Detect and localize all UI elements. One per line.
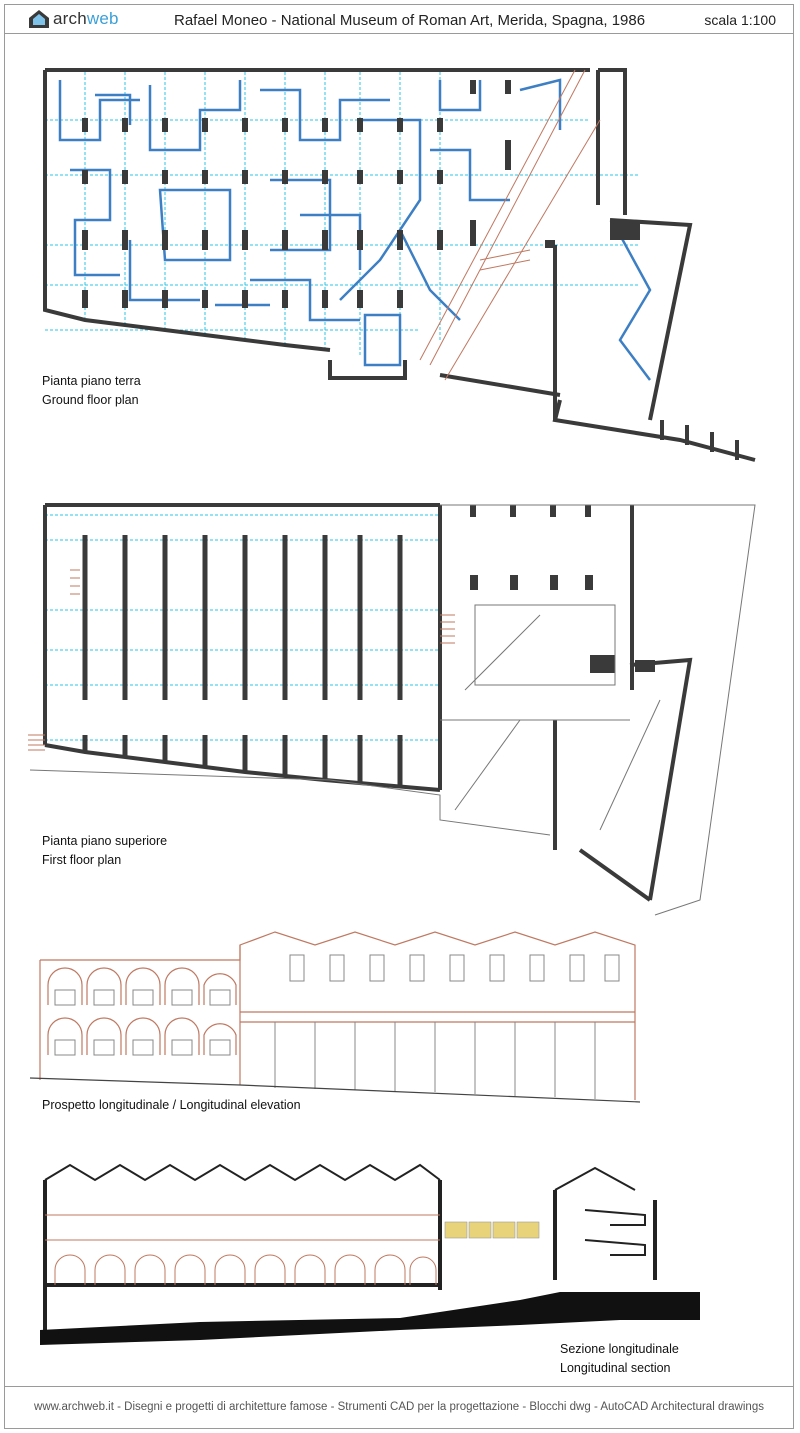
ground-floor-piers	[82, 80, 739, 460]
first-floor-label-en: First floor plan	[42, 853, 122, 867]
sheet-frame	[4, 4, 794, 1429]
first-floor-plan	[28, 503, 756, 916]
first-floor-ribs	[82, 535, 403, 787]
ground-floor-label: Pianta piano terra Ground floor plan	[42, 372, 141, 410]
scale-label: scala 1:100	[704, 12, 776, 28]
section-walls	[43, 1180, 657, 1340]
elevation-outline	[39, 931, 636, 1100]
logo-text-arch: arch	[53, 9, 87, 28]
elevation-windows	[54, 954, 620, 1056]
ground-floor-label-it: Pianta piano terra	[42, 374, 141, 388]
elevation-arches	[47, 967, 237, 1055]
section-label-en: Longitudinal section	[560, 1361, 671, 1375]
ground-floor-plan	[43, 68, 756, 462]
sheet-footer: www.archweb.it - Disegni e progetti di a…	[4, 1386, 794, 1429]
section-label-it: Sezione longitudinale	[560, 1342, 679, 1356]
ground-floor-label-en: Ground floor plan	[42, 393, 139, 407]
first-floor-stairs	[28, 569, 455, 751]
elevation-pilasters	[274, 1022, 596, 1099]
section-arches	[45, 1214, 440, 1285]
ground-floor-ramp	[419, 69, 601, 381]
roman-ruins	[58, 78, 652, 381]
elevation-label: Prospetto longitudinale / Longitudinal e…	[42, 1098, 301, 1112]
ground-floor-grid	[45, 72, 640, 355]
elevation-ground-line	[29, 1077, 641, 1103]
first-floor-label: Pianta piano superiore First floor plan	[42, 832, 167, 870]
longitudinal-section	[40, 1163, 700, 1345]
first-floor-label-it: Pianta piano superiore	[42, 834, 168, 848]
page-title: Rafael Moneo - National Museum of Roman …	[174, 12, 646, 29]
footer-text[interactable]: www.archweb.it - Disegni e progetti di a…	[34, 1401, 764, 1413]
archweb-logo[interactable]: archweb	[28, 9, 119, 29]
first-floor-thin-lines	[29, 504, 756, 916]
section-stairs	[584, 1209, 646, 1256]
section-ground-fill	[40, 1292, 700, 1345]
first-floor-piers	[470, 505, 655, 673]
section-label: Sezione longitudinale Longitudinal secti…	[560, 1340, 679, 1378]
logo-text-web: web	[86, 9, 119, 28]
longitudinal-elevation	[29, 931, 641, 1103]
section-yellow-panels	[444, 1221, 540, 1239]
house-logo-icon	[29, 10, 49, 28]
section-roof	[44, 1163, 636, 1191]
sheet-header: archweb Rafael Moneo - National Museum o…	[4, 4, 794, 34]
